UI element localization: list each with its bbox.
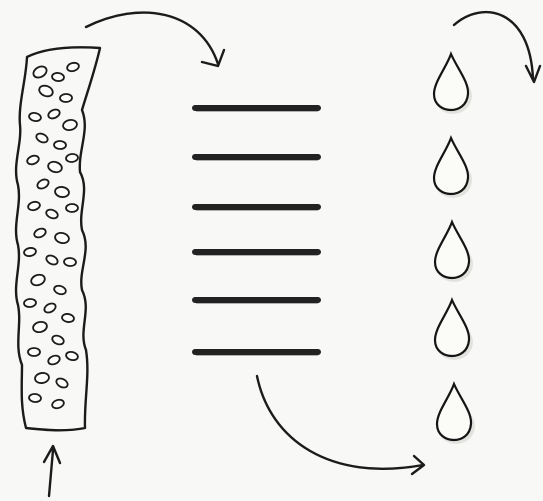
droplet-shape (435, 222, 469, 278)
strip-hole (55, 377, 69, 390)
strip-hole (62, 119, 78, 131)
strip-hole (66, 62, 80, 73)
strip-hole (54, 232, 70, 245)
strip-hole (47, 160, 63, 174)
up-arrow-into-strip (44, 446, 60, 496)
strip-hole (26, 154, 40, 166)
strip-hole (33, 227, 47, 239)
strip-hole (45, 208, 59, 220)
strip-hole (60, 94, 72, 102)
strip-hole (53, 284, 67, 295)
strip-hole (27, 201, 41, 212)
strip-hole (36, 178, 50, 191)
droplet (434, 54, 472, 114)
droplet-shape (434, 138, 468, 194)
strip-hole (65, 351, 79, 362)
strip-hole (54, 186, 69, 198)
strip-hole (31, 64, 48, 80)
droplet-shape (437, 384, 471, 440)
strip-hole (51, 398, 65, 409)
strip-hole (52, 72, 65, 81)
strip-hole (34, 372, 49, 384)
strip-hole (28, 348, 40, 356)
stacked-bars (195, 108, 318, 355)
droplet-shape (435, 300, 469, 356)
strip-hole (47, 108, 61, 120)
droplet (434, 138, 472, 198)
strip-hole (28, 112, 41, 122)
strip-hole (24, 298, 37, 307)
strip-hole (23, 247, 36, 257)
strip-hole (29, 393, 42, 402)
strip-hole (64, 258, 77, 267)
arc-arrow-out-of-droplets (454, 12, 540, 82)
droplets (434, 54, 475, 444)
strip-hole (66, 153, 79, 162)
arc-arrow-strip-to-bars (86, 13, 224, 66)
strip-hole (66, 204, 78, 212)
strip-holes (23, 62, 79, 410)
droplet-shape (434, 54, 468, 110)
strip-hole (45, 254, 59, 267)
porous-strip (16, 47, 100, 430)
arc-arrow-bars-to-droplets (257, 376, 424, 474)
strip-hole (38, 84, 55, 98)
droplet (435, 222, 473, 282)
strip-hole (32, 320, 48, 333)
strip-hole (54, 141, 66, 150)
droplet (435, 300, 473, 360)
strip-hole (35, 132, 49, 144)
strip-hole (61, 313, 74, 323)
strip-hole (47, 354, 61, 366)
strip-hole (51, 334, 65, 346)
strip-hole (43, 302, 57, 315)
droplet (437, 384, 475, 444)
strip-hole (30, 273, 46, 287)
